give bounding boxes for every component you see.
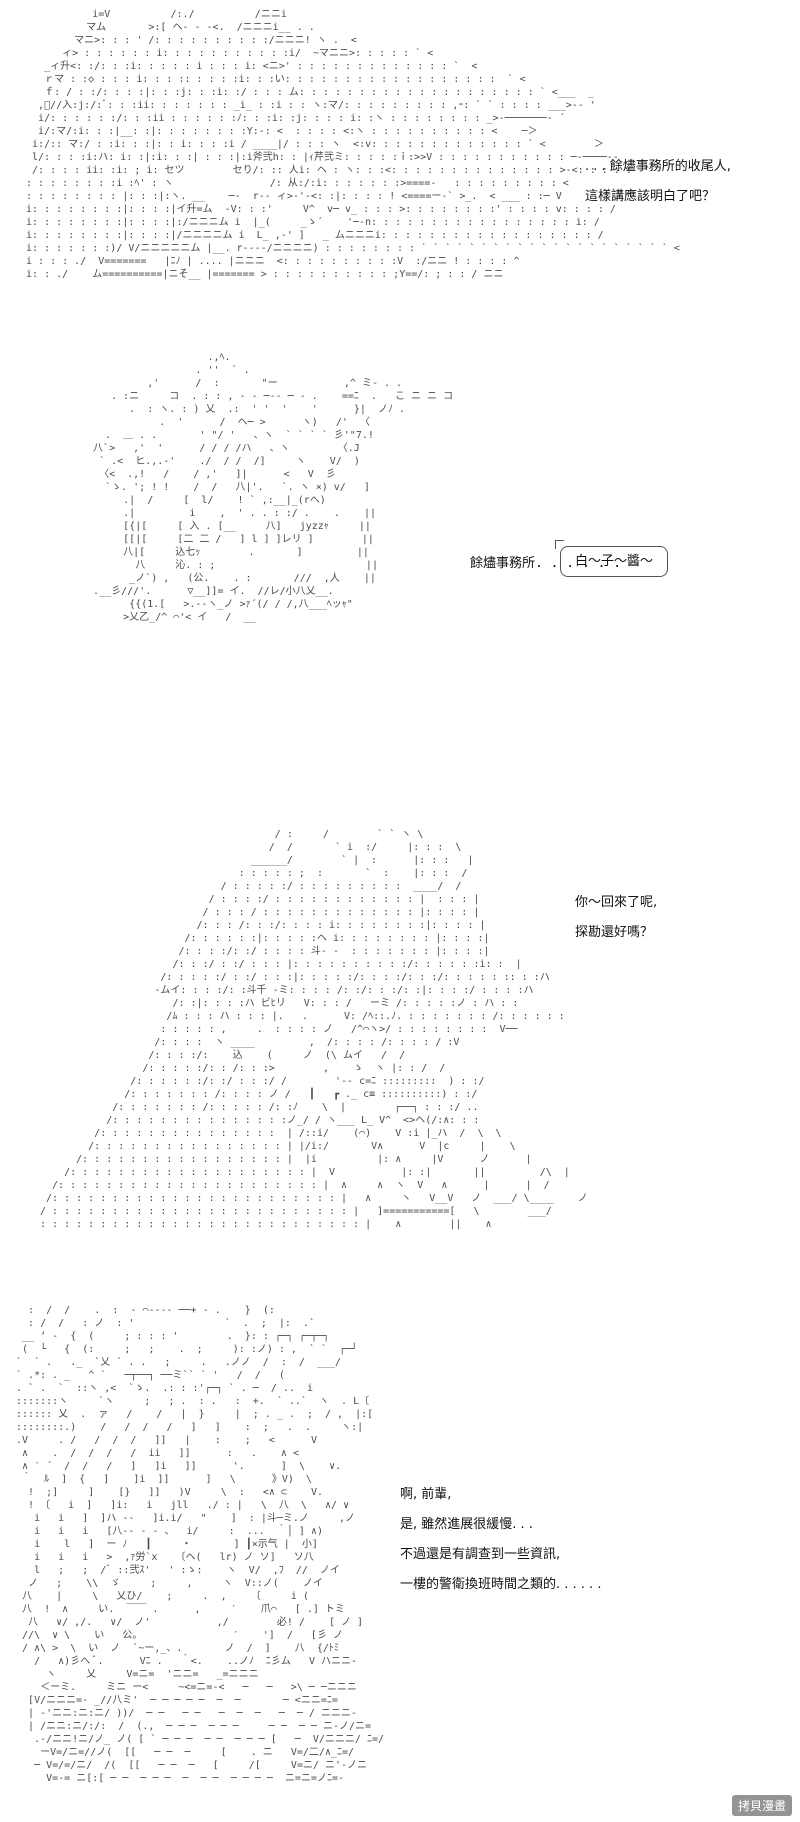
dialog-box-3: 你～回來了呢, 探勘還好嗎？ xyxy=(575,888,657,948)
dialog-box-2: 餘燼事務所. . . . . . xyxy=(470,489,621,639)
panel-4: : / / . : ‐ ⌒‐‐‐‐ ──+ - . } (: : / / : ノ… xyxy=(0,1300,800,1822)
callout-bubble: 白～子～醬～ xyxy=(554,540,669,577)
dialog-line: 餘燼事務所. . . . . . xyxy=(470,556,622,571)
dialog-line: 啊, 前輩, xyxy=(400,1487,452,1502)
panel-2: .,ﾍ. . '' ` . ,' / : "ー ,^ ミ- . . . :ニ コ… xyxy=(0,345,800,810)
dialog-line: 一樓的警衛換班時間之類的. . . . . . xyxy=(400,1577,602,1592)
ascii-art-figure-4: : / / . : ‐ ⌒‐‐‐‐ ──+ - . } (: : / / : ノ… xyxy=(10,1305,384,1784)
ascii-art-figure-1: i=V /:./ /ニニi マム >:[ ヘ- - -<. /ニニニi__ . … xyxy=(26,9,680,280)
dialog-line: 不過還是有調查到一些資訊, xyxy=(400,1547,561,1562)
dialog-line: 是, 雖然進展很緩慢. . . xyxy=(400,1517,533,1532)
ascii-art-figure-3: / : / ` ` ヽ \ / / ` i :/ |: : : \ ______… xyxy=(40,829,588,1230)
dialog-line: 探勘還好嗎？ xyxy=(575,925,654,940)
dialog-line: 這樣講應該明白了吧？ xyxy=(585,189,716,204)
dialog-box-1: . . . 餘燼事務所的收尾人, 這樣講應該明白了吧？ xyxy=(585,152,731,212)
ascii-art-figure-2: .,ﾍ. . '' ` . ,' / : "ー ,^ ミ- . . . :ニ コ… xyxy=(75,351,669,663)
dialog-box-4: 啊, 前輩, 是, 雖然進展很緩慢. . . 不過還是有調查到一些資訊, 一樓的… xyxy=(400,1480,601,1600)
dialog-line: 你～回來了呢, xyxy=(575,895,658,910)
dialog-line: . . . 餘燼事務所的收尾人, xyxy=(585,159,731,174)
watermark: 拷貝漫畫 xyxy=(731,1795,792,1816)
panel-1: i=V /:./ /ニニi マム >:[ ヘ- - -<. /ニニニi__ . … xyxy=(0,0,800,300)
panel-3: / : / ` ` ヽ \ / / ` i :/ |: : : \ ______… xyxy=(0,828,800,1296)
